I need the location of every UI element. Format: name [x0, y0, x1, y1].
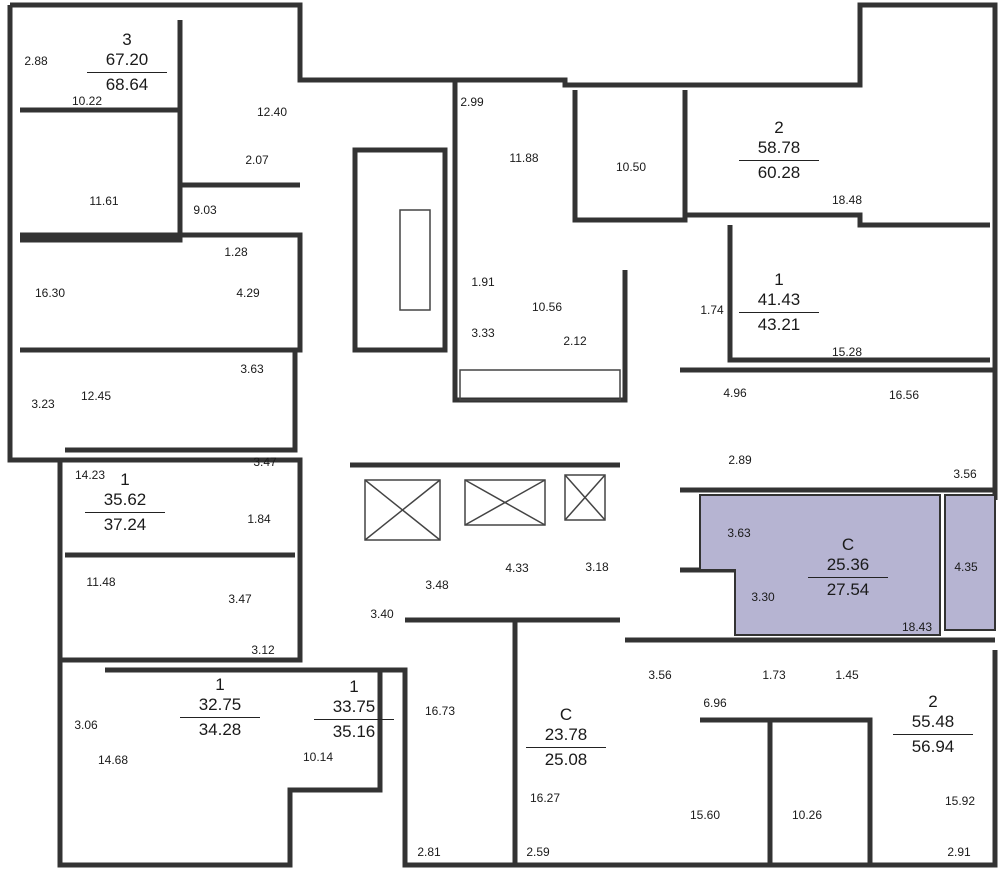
apartment-total-area: 43.21	[757, 315, 801, 334]
room-area: 11.61	[89, 194, 119, 208]
room-area: 12.40	[256, 105, 288, 119]
apartment-living-area: 58.78	[739, 138, 819, 161]
apartment-type: C	[841, 535, 855, 554]
room-area: 4.29	[236, 286, 260, 300]
apartment-type: 2	[928, 692, 938, 711]
room-area: 6.96	[703, 696, 727, 710]
apartment-type: 1	[774, 270, 784, 289]
apartment-total-area: 27.54	[826, 580, 870, 599]
apartment-living-area: 35.62	[85, 490, 165, 513]
apartment-total-area: 35.16	[332, 722, 376, 741]
room-area: 3.30	[751, 590, 775, 604]
room-area: 2.59	[526, 845, 550, 859]
room-area: 16.73	[424, 704, 456, 718]
room-area: 3.18	[585, 560, 609, 574]
room-area: 10.22	[71, 94, 103, 108]
room-area: 3.06	[74, 718, 98, 732]
apartment-living-area: 23.78	[526, 725, 606, 748]
room-area: 3.12	[251, 643, 275, 657]
room-area: 3.56	[953, 467, 977, 481]
apartment-total-area: 68.64	[105, 75, 149, 94]
room-area: 4.33	[505, 561, 529, 575]
apartment-living-area: 32.75	[180, 695, 260, 718]
room-area: 4.96	[723, 386, 747, 400]
room-area: 1.28	[224, 245, 248, 259]
room-area: 3.47	[253, 455, 277, 469]
room-area: 1.74	[700, 303, 724, 317]
room-area: 14.68	[97, 753, 129, 767]
apartment-living-area: 67.20	[87, 50, 167, 73]
apartment-type: 3	[122, 30, 132, 49]
apartment-living-area: 33.75	[314, 697, 394, 720]
room-area: 15.28	[831, 345, 863, 359]
room-area: 2.99	[460, 95, 484, 109]
apartment-living-area: 55.48	[893, 712, 973, 735]
room-area: 15.92	[944, 794, 976, 808]
apartment-total-area: 60.28	[757, 163, 801, 182]
apartment-living-area: 41.43	[739, 290, 819, 313]
room-area: 11.48	[86, 575, 116, 589]
room-area: 18.48	[831, 193, 863, 207]
room-area: 3.33	[471, 326, 495, 340]
room-area: 3.23	[31, 397, 55, 411]
apartment-type: C	[559, 705, 573, 724]
room-area: 14.23	[74, 468, 106, 482]
room-area: 10.14	[302, 750, 334, 764]
room-area: 10.56	[531, 300, 563, 314]
apartment-total-area: 34.28	[198, 720, 242, 739]
apartment-type: 2	[774, 118, 784, 137]
room-area: 1.45	[835, 668, 859, 682]
room-area: 3.63	[240, 362, 264, 376]
apartment-living-area: 25.36	[808, 555, 888, 578]
apartment-type: 1	[215, 675, 225, 694]
room-area: 12.45	[80, 389, 112, 403]
room-area: 2.91	[947, 845, 971, 859]
room-area: 2.07	[245, 153, 269, 167]
room-area: 3.48	[425, 578, 449, 592]
room-area: 16.27	[529, 791, 561, 805]
apartment-type: 1	[120, 470, 130, 489]
apartment-total-area: 56.94	[911, 737, 955, 756]
room-area: 16.30	[34, 286, 66, 300]
apartment-total-area: 37.24	[103, 515, 147, 534]
room-area: 9.03	[193, 203, 217, 217]
room-area: 10.50	[615, 160, 647, 174]
room-area: 1.91	[471, 275, 495, 289]
room-area: 2.88	[24, 54, 48, 68]
room-area: 3.63	[727, 526, 751, 540]
room-area: 15.60	[689, 808, 721, 822]
room-area: 2.81	[417, 845, 441, 859]
room-area: 18.43	[901, 620, 933, 634]
room-area: 1.73	[762, 668, 786, 682]
apartment-total-area: 25.08	[544, 750, 588, 769]
room-area: 2.12	[563, 334, 587, 348]
room-area: 16.56	[888, 388, 920, 402]
apartment-type: 1	[349, 677, 359, 696]
room-area: 1.84	[247, 512, 271, 526]
room-area: 3.47	[228, 592, 252, 606]
room-area: 3.40	[370, 607, 394, 621]
room-area: 10.26	[791, 808, 823, 822]
room-area: 3.56	[648, 668, 672, 682]
room-area: 11.88	[509, 151, 539, 165]
room-area: 2.89	[728, 453, 752, 467]
room-area: 4.35	[954, 560, 978, 574]
